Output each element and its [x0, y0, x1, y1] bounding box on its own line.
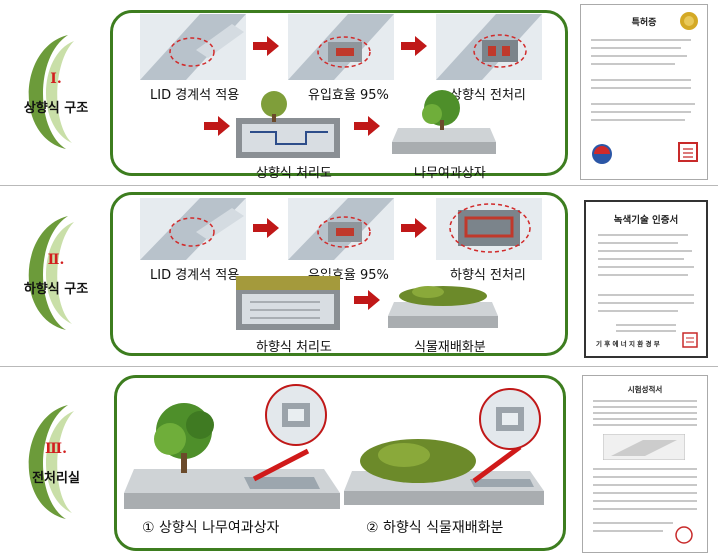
caption-downflow-diagram: 하향식 처리도 — [256, 340, 332, 355]
caption-pretreatment: 하향식 전처리 — [450, 268, 526, 283]
certificate-title: 특허증 — [631, 18, 657, 28]
swoosh-icon — [28, 405, 74, 519]
section-title: 전처리실 — [32, 471, 80, 486]
section-badge-2: Ⅱ. 하향식 구조 — [8, 208, 104, 336]
downflow-diagram-image — [236, 276, 340, 330]
certificate-title: 시험성적서 — [627, 385, 663, 394]
caption-plant-pot: 식물재배화분 — [414, 340, 486, 355]
tree-filter-box-image — [392, 90, 496, 154]
section-row-1: Ⅰ. 상향식 구조 LID 경계석 적용 유입효율 95% 상향식 전처리 — [0, 0, 718, 182]
arrow-right-icon — [401, 218, 427, 238]
green-tech-certificate: 녹색기술 인증서 기 후 에 너 지 환 경 부 — [584, 200, 708, 358]
caption-lid-curb: LID 경계석 적용 — [150, 268, 240, 283]
upflow-diagram-image — [236, 91, 340, 158]
section-title: 상향식 구조 — [23, 101, 89, 116]
caption-pretreatment: 상향식 전처리 — [450, 88, 526, 103]
swoosh-icon — [28, 216, 74, 330]
section-badge-3: Ⅲ. 전처리실 — [8, 397, 104, 525]
section-numeral: Ⅱ. — [47, 252, 65, 268]
arrow-right-icon — [401, 36, 427, 56]
seal-icon — [680, 12, 698, 30]
caption-inflow: 유입효율 95% — [308, 88, 389, 103]
arrow-right-icon — [253, 36, 279, 56]
stamp-icon — [675, 526, 693, 544]
patent-certificate: 특허증 — [580, 4, 708, 180]
caption-downflow-plant-pot: ② 하향식 식물재배화분 — [366, 520, 504, 536]
arrow-right-icon — [253, 218, 279, 238]
caption-tree-filter-box: 나무여과상자 — [414, 166, 486, 181]
section-row-3: Ⅲ. 전처리실 ① 상향식 나무여과상자 ② 하향식 식물재배화분 시험성적서 — [0, 367, 718, 556]
stamp-icon — [682, 332, 698, 348]
kipo-logo-icon — [592, 144, 612, 164]
zoom-detail-icon — [479, 388, 541, 450]
arrow-right-icon — [354, 290, 380, 310]
arrow-right-icon — [204, 116, 230, 136]
figure-thumbnail — [603, 434, 685, 460]
test-report-certificate: 시험성적서 — [582, 375, 708, 553]
section-numeral: Ⅰ. — [50, 71, 62, 87]
zoom-detail-icon — [265, 384, 327, 446]
section-title: 하향식 구조 — [23, 282, 89, 297]
lid-curb-image — [140, 198, 246, 260]
pretreatment-image — [436, 14, 542, 80]
inflow-image — [288, 14, 394, 80]
caption-upflow-diagram: 상향식 처리도 — [256, 166, 332, 181]
section-numeral: Ⅲ. — [45, 441, 67, 457]
stamp-icon — [678, 142, 698, 162]
caption-upflow-tree-box: ① 상향식 나무여과상자 — [142, 520, 280, 536]
lid-curb-image — [140, 14, 246, 80]
arrow-right-icon — [354, 116, 380, 136]
inflow-image — [288, 198, 394, 260]
section-row-2: Ⅱ. 하향식 구조 LID 경계석 적용 유입효율 95% 하향식 전처리 — [0, 186, 718, 364]
caption-lid-curb: LID 경계석 적용 — [150, 88, 240, 103]
certificate-issuer: 기 후 에 너 지 환 경 부 — [596, 340, 660, 348]
swoosh-icon — [28, 35, 74, 149]
plant-pot-image — [388, 286, 498, 328]
pretreatment-image — [436, 198, 542, 260]
downflow-plant-pot-image — [344, 439, 544, 505]
section-badge-1: Ⅰ. 상향식 구조 — [8, 27, 104, 155]
upflow-tree-box-image — [124, 403, 340, 509]
certificate-title: 녹색기술 인증서 — [613, 215, 679, 226]
